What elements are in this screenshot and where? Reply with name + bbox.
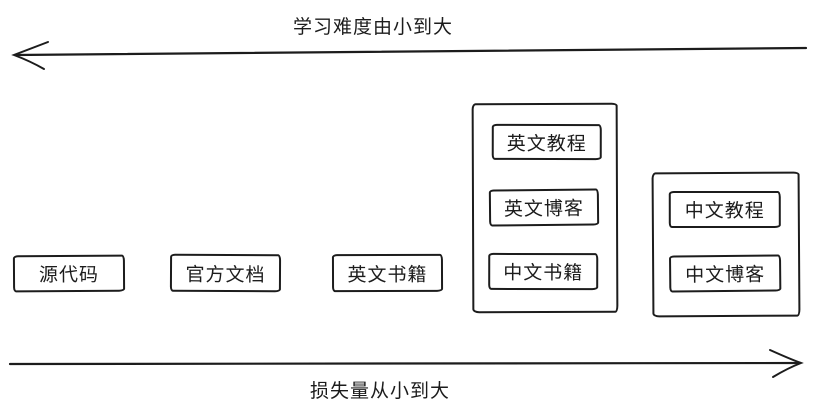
box-english-books: 英文书籍: [331, 253, 444, 293]
box-chinese-blogs-label: 中文博客: [685, 264, 766, 287]
bottom-axis-label: 损失量从小到大: [310, 381, 451, 402]
group-box-2: 中文教程 中文博客: [651, 171, 801, 318]
box-english-tutorials-label: 英文教程: [506, 133, 587, 155]
box-official-docs: 官方文档: [169, 253, 282, 293]
top-axis-label: 学习难度由小到大: [293, 17, 454, 38]
box-english-tutorials: 英文教程: [491, 123, 602, 161]
box-chinese-tutorials-label: 中文教程: [684, 200, 765, 223]
box-source-code-label: 源代码: [38, 264, 100, 287]
left-arrow: [11, 41, 808, 70]
box-chinese-blogs: 中文博客: [669, 254, 782, 293]
box-source-code: 源代码: [12, 254, 126, 293]
group-box-1: 英文教程 英文博客 中文书籍: [471, 102, 619, 314]
box-english-blogs-label: 英文博客: [503, 198, 585, 221]
right-arrow: [8, 349, 804, 378]
box-official-docs-label: 官方文档: [185, 264, 266, 286]
box-chinese-books: 中文书籍: [488, 252, 599, 291]
box-english-blogs: 英文博客: [488, 188, 600, 227]
box-chinese-books-label: 中文书籍: [503, 262, 584, 285]
box-english-books-label: 英文书籍: [347, 264, 428, 286]
box-chinese-tutorials: 中文教程: [668, 190, 781, 229]
